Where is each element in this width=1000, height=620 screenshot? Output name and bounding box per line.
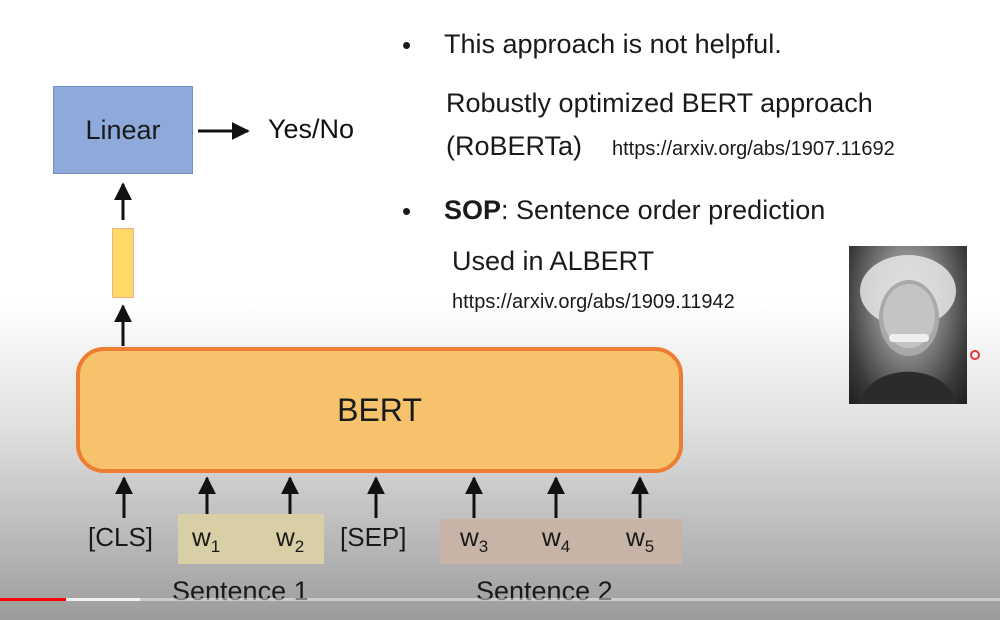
sop-description: : Sentence order prediction xyxy=(501,195,826,225)
token-w4: w4 xyxy=(542,522,571,556)
video-progress-buffer xyxy=(0,598,140,601)
sentence1-band xyxy=(178,514,324,564)
note-sop: SOP: Sentence order prediction xyxy=(444,195,825,226)
note-albert: Used in ALBERT xyxy=(452,246,655,276)
cls-hidden-vector xyxy=(112,228,134,298)
sop-term: SOP xyxy=(444,195,502,225)
token-w2: w2 xyxy=(276,522,305,556)
portrait-photo xyxy=(849,246,967,404)
sentence2-label: Sentence 2 xyxy=(476,576,613,606)
token-sep: [SEP] xyxy=(340,522,407,552)
sentence1-label: Sentence 1 xyxy=(172,576,309,606)
bullet-marker-1: • xyxy=(402,30,412,60)
bullet-marker-2: • xyxy=(402,196,412,226)
albert-paper-link[interactable]: https://arxiv.org/abs/1909.11942 xyxy=(452,291,735,313)
token-w5: w5 xyxy=(626,522,655,556)
token-w3: w3 xyxy=(460,522,489,556)
bert-model-box: BERT xyxy=(76,347,683,473)
video-progress-played[interactable] xyxy=(0,598,66,601)
token-w1: w1 xyxy=(192,522,221,556)
sentence2-band xyxy=(440,519,682,564)
token-cls: [CLS] xyxy=(88,522,154,552)
roberta-paper-link[interactable]: https://arxiv.org/abs/1907.11692 xyxy=(612,138,895,160)
video-progress-track[interactable] xyxy=(0,598,1000,601)
note-roberta-title: Robustly optimized BERT approach xyxy=(446,88,873,118)
note-not-helpful: This approach is not helpful. xyxy=(444,29,782,59)
note-roberta-abbrev: (RoBERTa) xyxy=(446,131,583,161)
bert-label: BERT xyxy=(337,391,422,428)
cursor-indicator xyxy=(970,350,980,360)
output-label: Yes/No xyxy=(268,114,355,144)
linear-label: Linear xyxy=(85,114,161,145)
linear-layer-box: Linear xyxy=(53,86,193,174)
